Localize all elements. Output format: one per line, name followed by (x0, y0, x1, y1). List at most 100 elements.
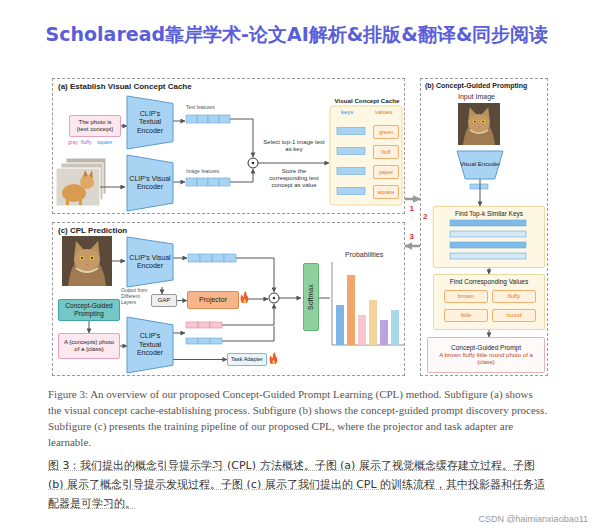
node-text: Task Adapter (231, 356, 263, 363)
node-text: Softmax (307, 284, 315, 310)
connector (173, 359, 227, 360)
figure-part (236, 258, 274, 292)
figure-part (450, 242, 526, 248)
cache-table: Visual Concept Cachekeysvaluesgreenfluff… (331, 97, 403, 207)
node-text: brown (458, 293, 474, 300)
node-text: keys (341, 109, 353, 116)
node-text: CLIP's Visual Encoder (129, 254, 171, 271)
figure-part (172, 258, 187, 259)
figure-label: Output from Different Layers (121, 287, 150, 305)
concept-value: fluffy (492, 290, 536, 303)
step-box: Find Corresponding Valuesbrownfluffylitt… (433, 274, 545, 330)
figure-part (212, 254, 224, 262)
figure-part (197, 178, 208, 186)
edge-label: 1 (410, 204, 414, 214)
figure-part (347, 275, 355, 345)
figure-label: Probabilities (345, 251, 383, 259)
figure-part (198, 322, 210, 328)
figure-label: Store the corresponding text concept as … (262, 168, 326, 190)
connector (120, 346, 127, 347)
feature-bar-b (470, 184, 488, 189)
figure-part (79, 198, 82, 205)
node-text: (b) Concept-Guided Prompting (425, 82, 527, 90)
node-text: paper (379, 169, 393, 176)
figure-part (198, 338, 210, 344)
cache-box (330, 106, 402, 205)
figure-part (358, 315, 366, 345)
figure-part (208, 115, 219, 123)
node-text: Visual Encoder (460, 161, 500, 168)
encoder-trapezoid: Visual Encoder (457, 151, 503, 179)
figure-part (450, 220, 526, 226)
dot-product-c (269, 293, 279, 303)
concept-value: square (373, 185, 399, 199)
cat-photo-c (62, 236, 112, 286)
figure-part (219, 115, 230, 123)
figure-part (273, 297, 276, 300)
node-text: Projector (199, 296, 227, 304)
figure-part (186, 322, 198, 328)
encoder-outline (457, 151, 503, 179)
figure-label: square (97, 139, 112, 145)
figure-label: Text features (186, 104, 215, 110)
visual-feature-bar-c (188, 254, 236, 262)
probability-chart (332, 262, 404, 345)
prompt-box: Concept-Guided PromptA brown fluffy litt… (427, 337, 545, 373)
cat-photo-b (458, 103, 500, 145)
node-text: CLIP's Textual Encoder (129, 110, 171, 135)
figure-label: 2 (423, 212, 427, 222)
process-box: Projector (187, 291, 239, 309)
figure-part (248, 158, 258, 168)
node-text: A brown fluffy little round photo of a {… (430, 352, 542, 366)
figure-part (186, 115, 197, 123)
connector (121, 126, 127, 127)
figure-label: Select top-1 image text as key (262, 139, 326, 153)
figure-part (248, 299, 268, 300)
node-text: GAP (158, 297, 171, 304)
node-text: square (378, 189, 395, 196)
process-box: Concept-Guided Prompting (58, 299, 120, 321)
process-box: Softmax (303, 263, 319, 331)
figure-label: fluffy (81, 139, 91, 145)
node-text: Concept-Guided Prompting (61, 302, 117, 318)
concept-value: little (444, 309, 488, 322)
figure-label: Input Image (458, 93, 495, 101)
figure-part (83, 170, 88, 177)
figure-part (172, 121, 185, 122)
connector (405, 198, 420, 201)
encoder-outline (127, 317, 173, 373)
figure-part (337, 148, 365, 155)
node-text: Concept-Guided Prompt (451, 344, 521, 352)
node-text: Find Top-k Similar Keys (434, 210, 544, 218)
prompt-box: A {concepts} photo of a {class} (58, 333, 120, 359)
figure-part (318, 298, 330, 299)
figure-part (230, 119, 253, 157)
page-title: Scholaread靠岸学术-论文AI解析&排版&翻译&同步阅读 (0, 22, 594, 48)
encoder-outline (127, 237, 173, 287)
figure-part (89, 170, 93, 178)
figure-part (210, 338, 222, 344)
figure-part (450, 253, 526, 259)
node-text: values (375, 109, 392, 116)
figure-part (391, 310, 399, 345)
connector (177, 300, 187, 301)
edge-label: 3 (410, 232, 414, 242)
connector (89, 321, 90, 333)
figure-part (230, 169, 253, 182)
connector (405, 245, 420, 248)
figure-part (337, 128, 365, 135)
process-box: GAP (151, 294, 177, 307)
node-text: The photo is {text concept} (72, 119, 118, 133)
connector (489, 330, 490, 337)
encoder-trapezoid: CLIP's Visual Encoder (127, 155, 173, 211)
node-text: (c) CPL Prediction (58, 226, 127, 236)
figure-part (332, 262, 404, 345)
image-feature-bars (186, 178, 230, 186)
figure-part (100, 187, 125, 188)
panel: (c) CPL PredictionCLIP's Visual EncoderG… (52, 222, 405, 376)
node-text: fluff (382, 149, 391, 156)
figure-part (172, 333, 185, 334)
figure-part (380, 320, 388, 345)
figure-part (208, 178, 219, 186)
